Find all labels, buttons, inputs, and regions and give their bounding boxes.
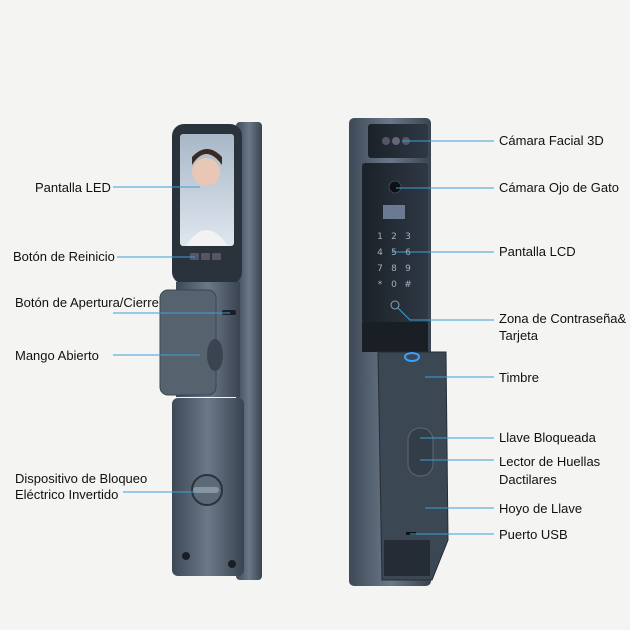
camera-lens: [392, 137, 400, 145]
peephole-camera: [388, 180, 402, 194]
keypad-key[interactable]: 3: [405, 232, 411, 242]
keypad-key[interactable]: #: [404, 280, 412, 290]
label-doorbell: Timbre: [499, 370, 539, 385]
leader-lines: [113, 140, 494, 535]
face-shoulders: [186, 230, 228, 246]
knob-lever: [193, 487, 219, 493]
label-open-handle: Mango Abierto: [15, 348, 99, 363]
keypad-key[interactable]: 7: [377, 264, 383, 274]
label-led-screen: Pantalla LED: [35, 180, 111, 195]
label-usb-port: Puerto USB: [499, 527, 568, 542]
keypad-key[interactable]: 8: [391, 264, 397, 274]
leader-line: [396, 306, 494, 321]
label-password-card-zone-line1: Zona de Contraseña&: [499, 311, 627, 326]
keypad-key[interactable]: *: [378, 280, 383, 290]
left-lock: [159, 122, 262, 580]
label-peephole-camera: Cámara Ojo de Gato: [499, 180, 619, 195]
doorbell-button[interactable]: [404, 352, 420, 362]
left-labels: Pantalla LED Botón de Reinicio Botón de …: [13, 180, 159, 502]
label-reverse-lock-line1: Dispositivo de Bloqueo: [15, 471, 147, 486]
keypad-key[interactable]: 4: [377, 248, 383, 258]
menu-button[interactable]: [201, 253, 210, 260]
keypad-panel: [362, 163, 428, 323]
keypad-key[interactable]: 2: [391, 232, 397, 242]
face-hair: [192, 149, 222, 165]
handle-bottom: [384, 540, 430, 576]
label-keyhole: Hoyo de Llave: [499, 501, 582, 516]
keypad-key[interactable]: 0: [391, 280, 397, 290]
label-password-card-zone-line2: Tarjeta: [499, 328, 539, 343]
camera-lens: [382, 137, 390, 145]
keypad-key[interactable]: 6: [405, 248, 411, 258]
open-handle[interactable]: [159, 289, 217, 396]
screw-hole: [182, 552, 190, 560]
label-lcd-screen: Pantalla LCD: [499, 244, 576, 259]
right-labels: Cámara Facial 3D Cámara Ojo de Gato Pant…: [499, 133, 627, 542]
label-fingerprint-line2: Dactilares: [499, 472, 557, 487]
label-open-close-button: Botón de Apertura/Cierre: [15, 295, 159, 310]
keypad-key[interactable]: 1: [377, 232, 383, 242]
handle-hinge: [207, 339, 223, 371]
keypad-key[interactable]: 5: [391, 248, 397, 258]
handle-gap: [362, 322, 428, 352]
fingerprint-reader[interactable]: [407, 427, 434, 477]
label-reverse-lock-line2: Eléctrico Invertido: [15, 487, 118, 502]
card-zone-icon: [390, 300, 400, 310]
face-image: [192, 158, 220, 186]
label-fingerprint-line1: Lector de Huellas: [499, 454, 601, 469]
label-locked-key: Llave Bloqueada: [499, 430, 597, 445]
label-3d-face-camera: Cámara Facial 3D: [499, 133, 604, 148]
keypad-key[interactable]: 9: [405, 264, 411, 274]
label-reset-button: Botón de Reinicio: [13, 249, 115, 264]
lcd-screen: [383, 205, 405, 219]
screw-hole: [228, 560, 236, 568]
back-button[interactable]: [212, 253, 221, 260]
